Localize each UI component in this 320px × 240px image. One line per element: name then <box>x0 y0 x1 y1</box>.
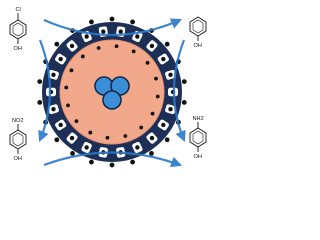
molecule-phenol: OH <box>189 16 207 49</box>
aromatic-inner-ring <box>12 132 24 147</box>
surface-dot <box>89 19 94 25</box>
substituent-label: NH2 <box>193 116 204 122</box>
diffusion-arrows <box>38 18 186 168</box>
core-edge-dot <box>139 125 144 130</box>
pore-dot <box>58 122 63 128</box>
pore-dot <box>135 145 140 150</box>
core-edge-dot <box>69 68 74 73</box>
diffusion-arrow <box>38 39 52 143</box>
pore-dot <box>149 135 155 141</box>
hydroxyl-label: OH <box>194 154 202 160</box>
aromatic-inner-ring <box>12 22 24 37</box>
pore-dot <box>118 29 123 34</box>
surface-dot <box>109 16 115 22</box>
core-edge-dot <box>80 54 85 59</box>
pore-dot <box>58 56 63 62</box>
core-edge-dot <box>66 103 70 108</box>
surface-dot <box>130 159 135 165</box>
core-edge-dot <box>145 60 150 65</box>
pore-dot <box>135 34 140 39</box>
surface-dot <box>109 162 115 168</box>
core-edge-dot <box>131 49 136 54</box>
molecule-chlorophenol: Cl OH <box>9 7 27 52</box>
pore-dot <box>168 106 173 112</box>
surface-dot <box>89 159 94 165</box>
aromatic-inner-ring <box>192 130 204 145</box>
surface-dot <box>70 151 75 156</box>
core-edge-dot <box>105 135 110 140</box>
diffusion-arrow <box>43 18 183 37</box>
surface-dot <box>149 151 154 156</box>
benzene-ring <box>189 16 207 37</box>
pore-dot <box>149 43 155 49</box>
molecule-aminophenol: NH2 OH <box>189 116 207 160</box>
surface-dot <box>164 41 170 47</box>
core-edge-dot <box>114 44 119 49</box>
core-edge-dot <box>150 111 155 116</box>
aromatic-inner-ring <box>192 19 204 34</box>
diffusion-arrow <box>43 151 183 168</box>
pore-dot <box>161 56 166 62</box>
pore-dot <box>51 72 56 78</box>
core-edge-dot <box>74 119 79 124</box>
core-edge-dot <box>96 46 101 50</box>
hydroxyl-label: OH <box>14 156 22 162</box>
core-edge-dot <box>154 76 158 81</box>
metal-nanoparticle-cluster <box>94 76 130 110</box>
hydroxyl-label: OH <box>14 46 22 52</box>
surface-dot <box>181 99 187 105</box>
substituent-label: Cl <box>16 7 21 13</box>
hydroxyl-label: OH <box>194 43 202 49</box>
core-edge-dot <box>123 134 128 138</box>
pore-dot <box>51 106 56 112</box>
core-edge-dot <box>155 94 160 99</box>
surface-dot <box>37 79 43 85</box>
diagram-canvas: Cl OH OH NO2 OH NH2 OH <box>9 7 207 168</box>
diffusion-arrow <box>172 39 186 143</box>
surface-dot <box>130 19 135 25</box>
diagram-svg: Cl OH OH NO2 OH NH2 OH <box>9 7 207 168</box>
surface-dot <box>181 79 187 85</box>
pore-dot <box>69 135 75 141</box>
nanoparticle <box>102 90 122 110</box>
surface-dot <box>54 137 60 143</box>
surface-dot <box>54 41 60 47</box>
pore-dot <box>84 145 89 150</box>
pore-dot <box>161 122 166 128</box>
surface-dot <box>164 137 170 143</box>
pore-dot <box>101 29 106 34</box>
molecule-nitrophenol: NO2 OH <box>9 118 27 162</box>
pore-dot <box>84 34 89 39</box>
core-edge-dot <box>64 85 69 90</box>
core-edge-dot <box>88 130 93 135</box>
pore-dot <box>168 72 173 78</box>
surface-dot <box>37 99 43 105</box>
pore-dot <box>69 43 75 49</box>
substituent-label: NO2 <box>12 118 24 124</box>
